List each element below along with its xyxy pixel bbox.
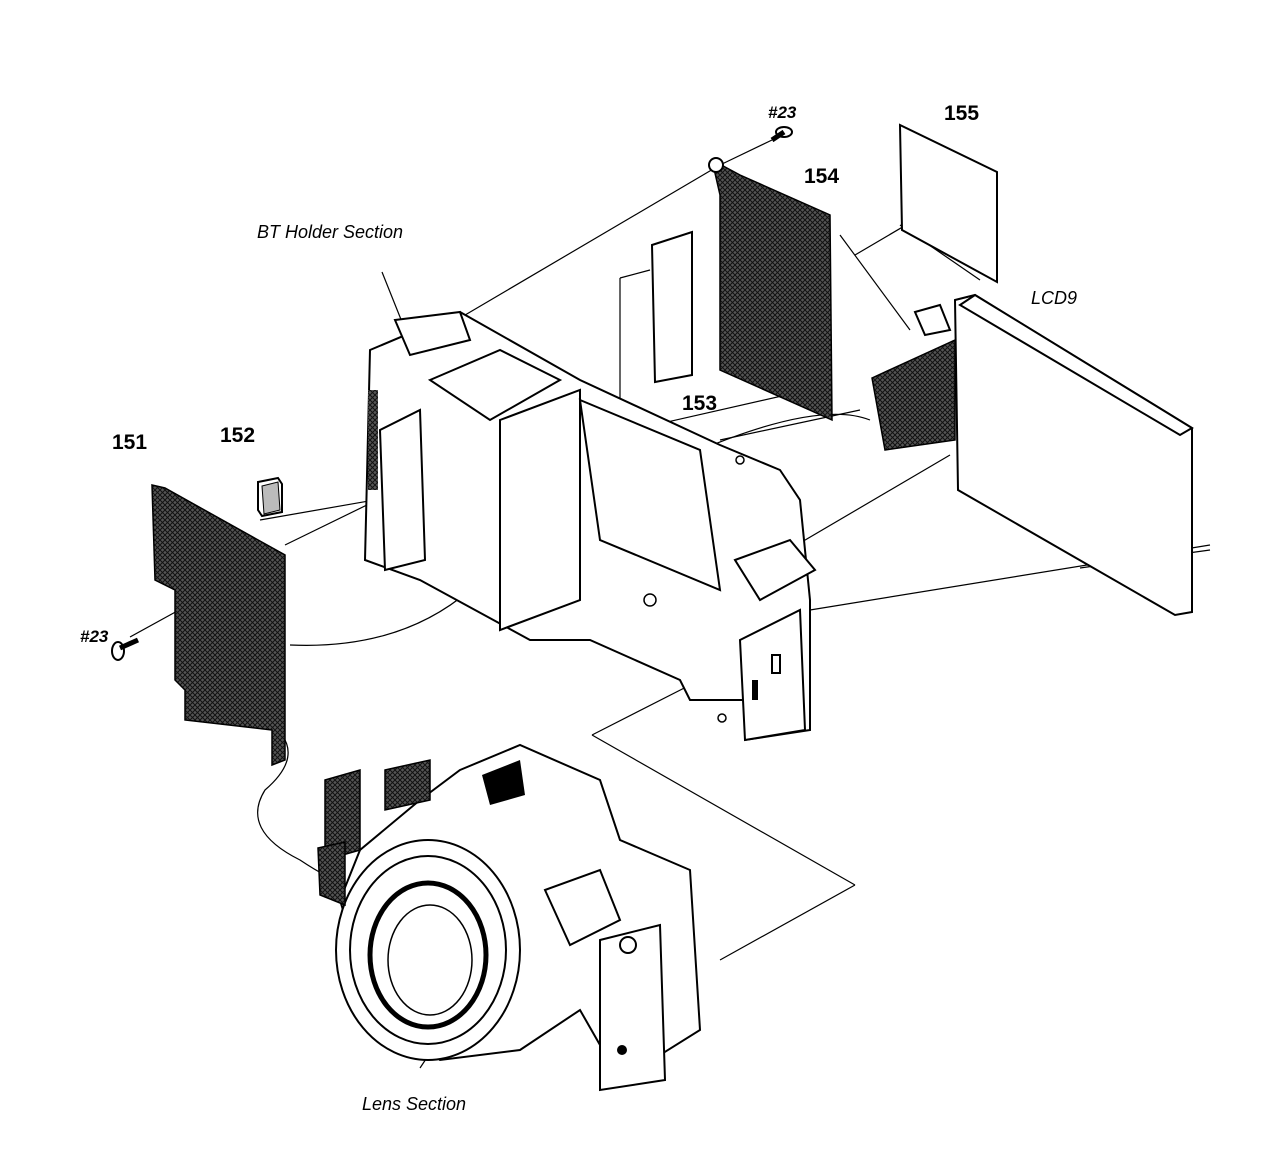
- lcd-label: LCD9: [1031, 288, 1077, 308]
- part-153-sheet: [650, 230, 693, 384]
- part-154-shield: [710, 158, 833, 422]
- lens-section-label: Lens Section: [362, 1094, 466, 1114]
- screw-top-icon: [770, 126, 793, 143]
- part-155-sheet: [898, 123, 998, 284]
- lcd-panel: [871, 293, 1194, 617]
- part-155-label: 155: [944, 102, 979, 125]
- part-153-label: 153: [682, 392, 717, 415]
- chassis-frame: [363, 310, 817, 742]
- screw-top-label: #23: [768, 103, 797, 122]
- screw-left-icon: [111, 637, 140, 661]
- part-151-label: 151: [112, 431, 147, 454]
- bt-holder-section-label: BT Holder Section: [257, 222, 403, 242]
- part-152-label: 152: [220, 424, 255, 447]
- part-154-label: 154: [804, 165, 839, 188]
- part-151-shield: [151, 484, 286, 767]
- part-152-pad: [257, 476, 283, 518]
- screw-left-label: #23: [80, 627, 109, 646]
- lens-section: [317, 743, 702, 1092]
